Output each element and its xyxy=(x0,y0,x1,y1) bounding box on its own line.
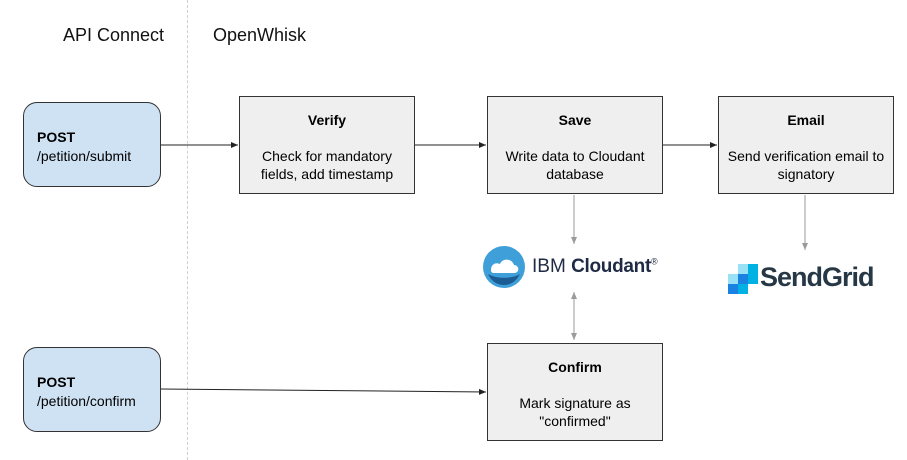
action-save[interactable]: Save Write data to Cloudant database xyxy=(487,96,663,194)
endpoint-path: /petition/submit xyxy=(37,148,132,164)
endpoint-method: POST xyxy=(37,129,76,145)
arrow-confirm-endpoint-to-confirm xyxy=(160,388,487,395)
action-description: Mark signature as "confirmed" xyxy=(519,395,631,429)
sendgrid-wordmark: SendGrid xyxy=(760,262,875,292)
column-header-openwhisk: OpenWhisk xyxy=(213,25,307,45)
endpoint-petition-submit[interactable]: POST /petition/submit xyxy=(23,102,161,187)
action-description: Check for mandatory fields, add timestam… xyxy=(260,148,394,182)
action-title: Save xyxy=(558,112,592,128)
cloudant-name: Cloudant xyxy=(571,256,651,277)
sendgrid-blocks-icon xyxy=(728,264,758,294)
action-description: Write data to Cloudant database xyxy=(505,148,645,182)
action-title: Email xyxy=(787,112,825,128)
endpoint-petition-confirm[interactable]: POST /petition/confirm xyxy=(23,347,161,432)
action-title: Confirm xyxy=(548,359,602,375)
action-confirm[interactable]: Confirm Mark signature as "confirmed" xyxy=(487,343,663,441)
action-verify[interactable]: Verify Check for mandatory fields, add t… xyxy=(239,96,415,194)
endpoint-path: /petition/confirm xyxy=(37,393,136,409)
cloudant-wordmark: IBM Cloudant® xyxy=(532,256,658,278)
action-email[interactable]: Email Send verification email to signato… xyxy=(718,96,894,194)
cloudant-cloud-icon xyxy=(483,246,525,288)
action-title: Verify xyxy=(307,112,347,128)
ibm-cloudant-logo: IBM Cloudant® xyxy=(482,245,672,289)
action-description: Send verification email to signatory xyxy=(727,148,885,182)
sendgrid-logo: SendGrid xyxy=(728,262,888,296)
cloudant-prefix: IBM xyxy=(532,256,566,277)
endpoint-method: POST xyxy=(37,374,76,390)
lane-divider xyxy=(187,0,188,460)
registered-mark: ® xyxy=(650,256,658,267)
column-header-api-connect: API Connect xyxy=(63,25,165,45)
